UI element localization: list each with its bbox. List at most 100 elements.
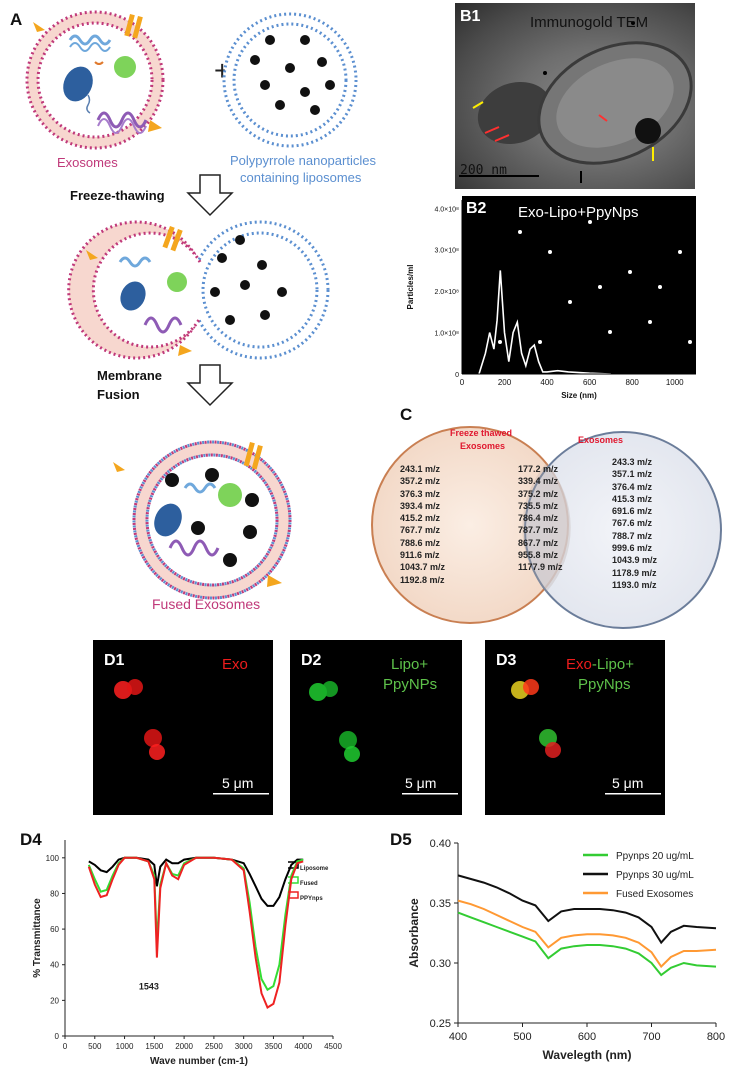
venn-right-value: 357.1 m/z bbox=[612, 469, 653, 480]
panel-d3-letter: D3 bbox=[496, 652, 517, 669]
nta-y-tick: 4.0×10⁸ bbox=[434, 206, 459, 213]
venn-right-value: 1043.9 m/z bbox=[612, 555, 658, 566]
nta-title: Exo-Lipo+PpyNps bbox=[518, 204, 639, 221]
venn-right-value: 415.3 m/z bbox=[612, 493, 653, 504]
uv-x-tick: 800 bbox=[707, 1031, 725, 1043]
nta-particle-spot bbox=[498, 340, 502, 344]
step-membrane: Membrane bbox=[97, 368, 163, 383]
nta-y-tick: 0 bbox=[455, 372, 459, 379]
panel-d1-letter: D1 bbox=[104, 652, 125, 669]
venn-shared-value: 177.2 m/z bbox=[518, 464, 559, 474]
fused-exosomes-text: Fused Exosomes bbox=[152, 596, 261, 612]
nta-y-tick: 3.0×10⁸ bbox=[434, 248, 459, 255]
panel-c-letter: C bbox=[400, 405, 413, 424]
venn-shared-value: 787.7 m/z bbox=[518, 525, 559, 536]
nta-y-tick: 2.0×10⁸ bbox=[434, 289, 459, 296]
step-freeze-thawing: Freeze-thawing bbox=[70, 188, 165, 203]
d3-label-red: Exo bbox=[566, 656, 592, 673]
venn-right-value: 691.6 m/z bbox=[612, 506, 653, 517]
ftir-y-tick: 20 bbox=[50, 996, 59, 1005]
venn-shared-value: 339.4 m/z bbox=[518, 476, 559, 487]
panel-d2-letter: D2 bbox=[301, 652, 322, 669]
panel-d5-letter: D5 bbox=[390, 830, 412, 849]
venn-right-value: 999.6 m/z bbox=[612, 543, 653, 554]
nta-particle-spot bbox=[608, 330, 612, 334]
d1-scale: 5 μm bbox=[222, 775, 254, 791]
d3-label-2: PpyNps bbox=[578, 676, 631, 693]
uv-y-tick: 0.30 bbox=[430, 958, 451, 970]
d2-label-2: PpyNPs bbox=[383, 676, 438, 693]
uv-series-line bbox=[457, 911, 717, 977]
venn-right-value: 1193.0 m/z bbox=[612, 579, 657, 590]
ftir-legend-swatch bbox=[288, 891, 299, 899]
d3-label-green: -Lipo+ bbox=[591, 656, 634, 673]
uv-series-line bbox=[457, 899, 717, 969]
ftir-x-tick: 1500 bbox=[145, 1042, 163, 1051]
ftir-x-tick: 4500 bbox=[324, 1042, 342, 1051]
nta-particle-spot bbox=[688, 340, 692, 344]
venn-right-value: 767.6 m/z bbox=[612, 518, 653, 529]
uv-legend-label: Ppynps 30 ug/mL bbox=[616, 870, 694, 881]
panel-a-schematic: + bbox=[25, 10, 358, 600]
venn-diagram bbox=[371, 426, 722, 629]
uv-y-tick: 0.35 bbox=[430, 898, 451, 910]
ftir-legend-label: PPYnps bbox=[300, 896, 323, 902]
ftir-series-ppynps bbox=[87, 856, 304, 1009]
uv-legend-label: Ppynps 20 ug/mL bbox=[616, 851, 694, 862]
venn-right-value: 243.3 m/z bbox=[612, 457, 653, 467]
d1-label: Exo bbox=[222, 656, 248, 673]
nta-x-tick: 400 bbox=[540, 378, 554, 387]
ftir-series-liposome bbox=[88, 856, 304, 907]
liposome-top bbox=[222, 12, 358, 148]
venn-left-value: 767.7 m/z bbox=[400, 525, 441, 536]
nta-series-line bbox=[478, 270, 611, 375]
fused-exosomes-label: Fused Exosomes bbox=[152, 596, 260, 612]
fluorescence-d1 bbox=[93, 640, 273, 815]
ftir-x-tick: 500 bbox=[88, 1042, 102, 1051]
nta-particle-spot bbox=[648, 320, 652, 324]
venn-right-value: 376.4 m/z bbox=[612, 481, 653, 492]
venn-left-title-2: Exosomes bbox=[460, 441, 506, 451]
nta-particle-spot bbox=[548, 250, 552, 254]
ftir-y-tick: 0 bbox=[55, 1032, 60, 1041]
venn-left-title-1: Freeze thawed bbox=[450, 428, 513, 438]
ftir-x-tick: 4000 bbox=[294, 1042, 312, 1051]
nta-particle-spot bbox=[538, 340, 542, 344]
nta-x-label: Size (nm) bbox=[561, 391, 597, 400]
venn-shared-value: 867.7 m/z bbox=[518, 537, 559, 548]
d2-label-1: Lipo+ bbox=[391, 656, 429, 673]
panel-d4-letter: D4 bbox=[20, 830, 42, 849]
liposome-label-1: Polypyrrole nanoparticles bbox=[230, 153, 376, 168]
liposome-label-2: containing liposomes bbox=[240, 170, 362, 185]
ftir-legend-label: Liposome bbox=[300, 866, 329, 872]
ftir-x-tick: 0 bbox=[63, 1042, 68, 1051]
venn-shared-value: 735.5 m/z bbox=[518, 500, 559, 511]
venn-left-value: 393.4 m/z bbox=[400, 500, 441, 511]
exosomes-label: Exosomes bbox=[57, 155, 118, 170]
ftir-y-label: % Transmittance bbox=[32, 898, 43, 978]
venn-left-value: 1043.7 m/z bbox=[400, 562, 446, 573]
uv-x-tick: 600 bbox=[578, 1031, 596, 1043]
ftir-legend-label: Fused bbox=[300, 881, 318, 887]
venn-left-value: 1192.8 m/z bbox=[400, 574, 445, 585]
venn-right-title: Exosomes bbox=[578, 435, 624, 445]
ftir-x-tick: 1000 bbox=[116, 1042, 134, 1051]
uv-series-line bbox=[457, 874, 717, 945]
ftir-x-tick: 2000 bbox=[175, 1042, 193, 1051]
venn-left-value: 415.2 m/z bbox=[400, 513, 441, 524]
arrow-freeze bbox=[186, 174, 234, 217]
venn-left-value: 788.6 m/z bbox=[400, 537, 441, 548]
ftir-y-tick: 60 bbox=[50, 925, 59, 934]
fluorescence-d3 bbox=[485, 640, 665, 815]
uv-y-tick: 0.40 bbox=[430, 838, 451, 850]
nta-particle-spot bbox=[588, 220, 592, 224]
nta-particle-spot bbox=[658, 285, 662, 289]
nta-particle-spot bbox=[568, 300, 572, 304]
venn-left-value: 376.3 m/z bbox=[400, 488, 441, 499]
nta-x-tick: 800 bbox=[626, 378, 640, 387]
nta-x-tick: 600 bbox=[583, 378, 597, 387]
nta-particle-spot bbox=[678, 250, 682, 254]
uv-y-label: Absorbance bbox=[407, 898, 421, 968]
